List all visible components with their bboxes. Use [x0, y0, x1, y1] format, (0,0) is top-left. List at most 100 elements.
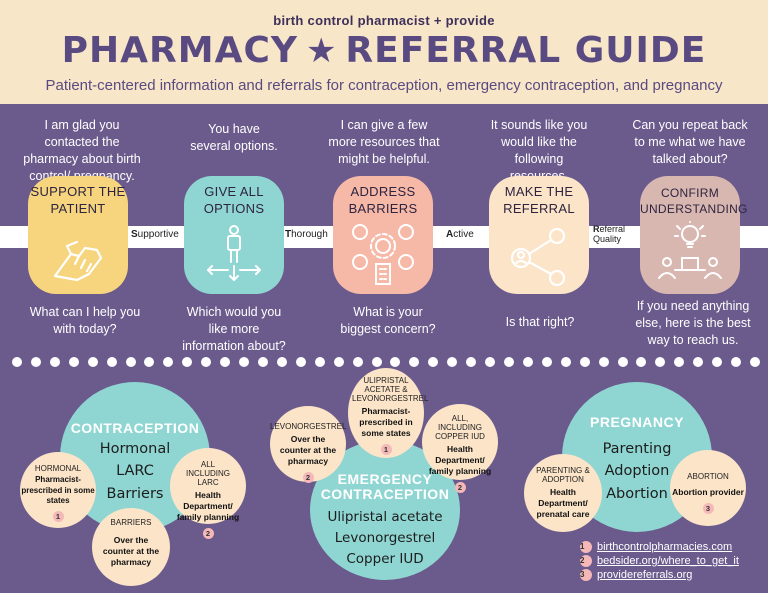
pregnancy-title: PREGNANCY	[590, 414, 684, 430]
divider-dot	[503, 357, 514, 367]
emergency-title: EMERGENCY CONTRACEPTION	[320, 471, 450, 503]
reference-item: 1 birthcontrolpharmacies.com	[580, 540, 739, 554]
stage-label: MAKE THE REFERRAL	[503, 184, 575, 216]
divider-dot	[49, 357, 60, 367]
contraception-item: Hormonal	[99, 441, 171, 457]
stage-label: GIVE ALL OPTIONS	[203, 184, 265, 216]
divider-dot	[466, 357, 477, 367]
pregnancy-item: Parenting	[602, 441, 672, 457]
divider-dot	[163, 357, 174, 367]
star-icon: ★	[305, 31, 338, 71]
divider-dot	[295, 357, 306, 367]
divider-dot	[182, 357, 193, 367]
dotted-divider	[12, 357, 760, 367]
divider-dot	[636, 357, 647, 367]
step-4-top-text: It sounds like you would like the follow…	[490, 118, 588, 183]
band-label-supportive: Supportive	[131, 229, 179, 240]
step-1-bottom-text: What can I help you with today?	[29, 305, 141, 336]
person-options-icon	[207, 225, 261, 281]
contraception-sub-barriers: BARRIERS Over the counter at the pharmac…	[92, 508, 170, 586]
emergency-sub-levonorgestrel: LEVONORGESTREL Over the counter at the p…	[270, 406, 346, 484]
divider-dot	[257, 357, 268, 367]
divider-dot	[106, 357, 117, 367]
divider-dot	[333, 357, 344, 367]
ref-number-badge: 3	[702, 503, 714, 515]
stage-support-the-patient: SUPPORT THE PATIENT	[28, 176, 128, 294]
divider-dot	[617, 357, 628, 367]
emergency-item: Ulipristal acetate	[327, 508, 443, 525]
step-3-bottom-text: What is your biggest concern?	[340, 305, 436, 336]
ref-number-badge: 2	[454, 481, 466, 493]
divider-dot	[579, 357, 590, 367]
divider-dot	[352, 357, 363, 367]
divider-dot	[655, 357, 666, 367]
divider-dot	[125, 357, 136, 367]
barriers-icon	[352, 224, 414, 285]
ref-number-badge: 2	[580, 555, 592, 567]
divider-dot	[239, 357, 250, 367]
contraception-title: CONTRACEPTION	[70, 420, 200, 436]
divider-dot	[12, 357, 22, 367]
stage-give-all-options: GIVE ALL OPTIONS	[184, 176, 284, 294]
divider-dot	[560, 357, 571, 367]
ref-number-badge: 2	[302, 472, 314, 484]
stage-label: CONFIRM UNDERSTANDING	[640, 186, 748, 216]
title-right: REFERRAL GUIDE	[345, 30, 707, 71]
header-banner: birth control pharmacist + provide PHARM…	[0, 0, 768, 104]
reference-link[interactable]: birthcontrolpharmacies.com	[597, 541, 733, 553]
divider-dot	[314, 357, 325, 367]
divider-dot	[409, 357, 420, 367]
ref-number-badge: 1	[380, 443, 392, 455]
step-5-top-text: Can you repeat back to me what we have t…	[632, 118, 748, 166]
step-1-top-text: I am glad you contacted the pharmacy abo…	[23, 118, 141, 183]
stage-label: ADDRESS BARRIERS	[348, 184, 418, 216]
divider-dot	[201, 357, 212, 367]
step-2-top-text: You have several options.	[190, 122, 278, 153]
stage-address-barriers: ADDRESS BARRIERS	[333, 176, 433, 294]
page-subtitle: Patient-centered information and referra…	[45, 77, 723, 94]
emergency-sub-ulipristal: ULIPRISTAL ACETATE & LEVONORGESTREL Phar…	[348, 368, 428, 458]
divider-dot	[220, 357, 231, 367]
divider-dot	[144, 357, 155, 367]
divider-dot	[693, 357, 704, 367]
emergency-sub-copper-iud: ALL, INCLUDING COPPER IUD Health Departm…	[422, 404, 498, 493]
handshake-icon	[53, 240, 103, 282]
stage-label: SUPPORT THE PATIENT	[30, 184, 126, 216]
pregnancy-item: Adoption	[604, 463, 670, 480]
pregnancy-item: Abortion	[606, 485, 668, 502]
divider-dot	[447, 357, 458, 367]
divider-dot	[87, 357, 98, 367]
step-4-bottom-text: Is that right?	[505, 315, 575, 329]
band-label-referral-quality: Referral Quality	[593, 224, 626, 244]
emergency-item: Copper IUD	[346, 550, 424, 567]
ref-number-badge: 2	[202, 527, 214, 539]
divider-dot	[731, 357, 742, 367]
emergency-item: Levonorgestrel	[334, 529, 436, 546]
reference-link[interactable]: providereferrals.org	[597, 569, 693, 581]
idea-group-icon	[658, 221, 722, 279]
contraception-item: Barriers	[106, 485, 164, 502]
page-title: PHARMACY★REFERRAL GUIDE	[0, 30, 768, 71]
band-label-thorough: Thorough	[285, 229, 328, 240]
ref-number-badge: 1	[580, 541, 592, 553]
divider-dot	[541, 357, 552, 367]
contraception-sub-hormonal: HORMONAL Pharmacist-prescribed in some s…	[20, 452, 96, 528]
title-left: PHARMACY	[61, 30, 298, 71]
divider-dot	[712, 357, 723, 367]
step-2-bottom-text: Which would you like more information ab…	[182, 305, 286, 353]
reference-item: 2 bedsider.org/where_to_get_it	[580, 554, 739, 568]
references-list: 1 birthcontrolpharmacies.com 2 bedsider.…	[580, 540, 739, 582]
eyebrow-text: birth control pharmacist + provide	[273, 13, 495, 28]
divider-dot	[428, 357, 439, 367]
divider-dot	[674, 357, 685, 367]
divider-dot	[371, 357, 382, 367]
stage-confirm-understanding: CONFIRM UNDERSTANDING	[640, 176, 748, 294]
band-label-active: Active	[446, 229, 474, 240]
network-icon	[510, 228, 566, 287]
divider-dot	[522, 357, 533, 367]
divider-dot	[390, 357, 401, 367]
reference-item: 3 providereferrals.org	[580, 568, 739, 582]
reference-link[interactable]: bedsider.org/where_to_get_it	[597, 555, 739, 567]
ref-number-badge: 3	[580, 569, 592, 581]
contraception-sub-all-larc: ALL INCLUDING LARC Health Department/ fa…	[170, 448, 246, 539]
